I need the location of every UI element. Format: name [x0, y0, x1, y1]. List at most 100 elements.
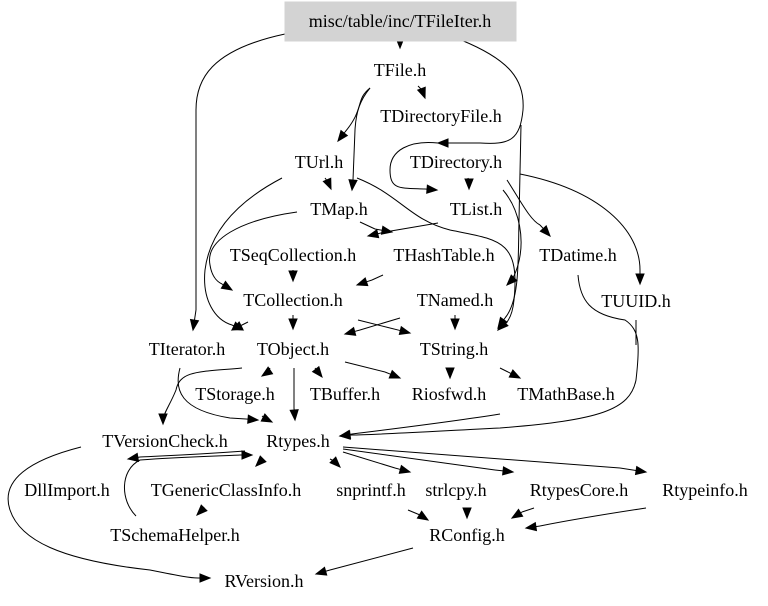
edge-tnamed-to-tobject — [343, 317, 401, 336]
edge-line — [389, 141, 439, 190]
edge-line — [342, 451, 396, 469]
edge-tfileiter-to-tdirectory — [436, 39, 524, 148]
node-tstorage[interactable]: TStorage.h — [195, 384, 274, 404]
arrowhead-icon — [506, 274, 518, 286]
edge-tfileiter-to-titerator — [189, 33, 286, 332]
node-tnamed[interactable]: TNamed.h — [417, 290, 493, 310]
arrowhead-icon — [337, 129, 349, 143]
node-label: TGenericClassInfo.h — [151, 480, 301, 500]
node-rversion[interactable]: RVersion.h — [224, 571, 303, 591]
arrowhead-icon — [189, 318, 200, 332]
node-label: strlcpy.h — [425, 480, 486, 500]
arrowhead-icon — [502, 466, 515, 476]
node-label: TStorage.h — [195, 384, 274, 404]
node-tbuffer[interactable]: TBuffer.h — [310, 384, 380, 404]
arrowhead-icon — [497, 319, 509, 331]
node-label: RVersion.h — [224, 571, 303, 591]
node-label: TSeqCollection.h — [230, 245, 356, 265]
node-label: TSchemaHelper.h — [110, 525, 239, 545]
edge-line — [371, 274, 384, 281]
node-tfileiter[interactable]: misc/table/inc/TFileIter.h — [284, 1, 517, 42]
arrowhead-icon — [539, 225, 551, 237]
arrowhead-icon — [329, 456, 341, 468]
node-tversioncheck[interactable]: TVersionCheck.h — [102, 431, 227, 451]
node-tcollection[interactable]: TCollection.h — [243, 290, 342, 310]
node-tobject[interactable]: TObject.h — [257, 339, 329, 359]
node-rtypes[interactable]: Rtypes.h — [266, 431, 330, 451]
node-tdirectoryfile[interactable]: TDirectoryFile.h — [380, 106, 501, 126]
edge-strlcpy-to-rconfig — [462, 507, 472, 520]
edge-tdirectory-to-tuuid — [519, 173, 645, 286]
edge-tlist-to-tseqcollection — [366, 222, 439, 239]
node-tmap[interactable]: TMap.h — [310, 199, 368, 219]
node-tschemahelper[interactable]: TSchemaHelper.h — [110, 525, 239, 545]
edge-line — [344, 87, 371, 133]
arrowhead-icon — [338, 429, 352, 439]
arrowhead-icon — [126, 452, 140, 462]
node-label: TMap.h — [310, 199, 368, 219]
edge-rtypes-to-tgenericclassinfo — [255, 455, 267, 467]
edge-rtypes-to-rtypeinfo — [342, 446, 648, 476]
arrowhead-icon — [241, 450, 254, 460]
node-tdirectory[interactable]: TDirectory.h — [410, 152, 502, 172]
edge-tcollection-to-titerator — [230, 321, 249, 331]
node-label: snprintf.h — [336, 480, 406, 500]
node-label: DllImport.h — [24, 480, 110, 500]
node-tfile[interactable]: TFile.h — [374, 60, 427, 80]
edge-tfile-to-turl — [337, 87, 371, 143]
edge-line — [519, 173, 641, 271]
edge-line — [351, 274, 639, 436]
node-label: TCollection.h — [243, 290, 342, 310]
node-tmathbase[interactable]: TMathBase.h — [517, 384, 614, 404]
node-label: RtypesCore.h — [530, 480, 629, 500]
node-tlist[interactable]: TList.h — [450, 199, 503, 219]
arrowhead-icon — [416, 510, 430, 521]
edge-line-tail — [325, 569, 331, 572]
node-dllimport[interactable]: DllImport.h — [24, 480, 110, 500]
edge-tobject-to-tstorage — [260, 366, 274, 377]
edge-rtypes-to-rtypescore — [342, 448, 515, 476]
edge-line-tail — [507, 371, 512, 374]
edge-tobject-to-tbuffer — [311, 365, 323, 379]
node-strlcpy[interactable]: strlcpy.h — [425, 480, 486, 500]
edge-line — [359, 221, 376, 230]
arrowhead-icon — [247, 414, 260, 424]
edge-line — [539, 507, 647, 527]
edge-line-tail — [384, 371, 391, 375]
edge-line — [204, 177, 283, 326]
node-label: TUrl.h — [295, 152, 344, 172]
edge-rtypeinfo-to-rconfig — [524, 507, 647, 532]
node-label: Rtypes.h — [266, 431, 330, 451]
node-thashtable[interactable]: THashTable.h — [393, 245, 494, 265]
edge-tseqcollection-to-tcollection — [288, 270, 298, 283]
node-tstring[interactable]: TString.h — [420, 339, 489, 359]
node-titerator[interactable]: TIterator.h — [149, 339, 225, 359]
arrowhead-icon — [314, 566, 328, 576]
edge-turl-to-tmap — [322, 177, 332, 191]
node-label: TDatime.h — [539, 245, 616, 265]
arrowhead-icon — [322, 177, 332, 191]
node-riosfwd[interactable]: Riosfwd.h — [412, 384, 487, 404]
arrowhead-icon — [450, 318, 460, 331]
node-turl[interactable]: TUrl.h — [295, 152, 344, 172]
node-label: RConfig.h — [429, 525, 505, 545]
edge-line — [506, 179, 541, 226]
edge-tobject-to-tversioncheck — [158, 367, 243, 426]
edge-tnamed-to-tstring — [450, 315, 460, 331]
edge-tstorage-to-rtypes — [260, 413, 274, 423]
node-tdatime[interactable]: TDatime.h — [539, 245, 616, 265]
edge-tmap-to-tcollection — [209, 211, 298, 291]
node-snprintf[interactable]: snprintf.h — [336, 480, 406, 500]
node-rtypescore[interactable]: RtypesCore.h — [530, 480, 629, 500]
edge-line — [139, 450, 246, 458]
edge-tstring-to-tmathbase — [499, 367, 522, 379]
arrowhead-icon — [255, 455, 267, 467]
node-rtypeinfo[interactable]: Rtypeinfo.h — [662, 480, 748, 500]
arrowhead-icon — [426, 184, 439, 194]
edge-line — [521, 507, 535, 513]
node-tseqcollection[interactable]: TSeqCollection.h — [230, 245, 356, 265]
edge-line — [356, 177, 516, 329]
node-rconfig[interactable]: RConfig.h — [429, 525, 505, 545]
node-tuuid[interactable]: TUUID.h — [601, 291, 671, 311]
node-tgenericclassinfo[interactable]: TGenericClassInfo.h — [151, 480, 301, 500]
